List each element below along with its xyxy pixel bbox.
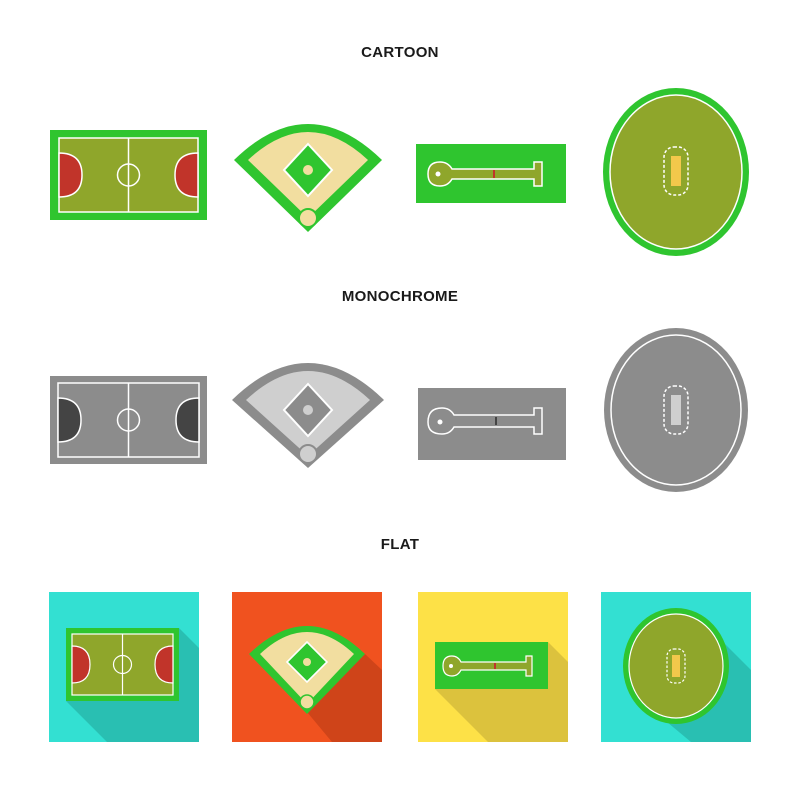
flat-mini-golf-course-icon [418, 592, 598, 772]
cartoon-mini-golf-course-icon [398, 78, 578, 258]
flat-cricket-stadium-icon [601, 592, 781, 772]
cartoon-futsal-field-icon [38, 78, 218, 258]
monochrome-mini-golf-course-icon [398, 314, 578, 494]
monochrome-cricket-stadium-icon [586, 314, 766, 494]
monochrome-baseball-diamond-icon [218, 314, 398, 494]
section-title-cartoon: CARTOON [361, 44, 439, 61]
flat-futsal-field-icon [49, 592, 229, 772]
cartoon-baseball-diamond-icon [218, 78, 398, 258]
flat-baseball-diamond-icon [232, 592, 412, 772]
section-title-monochrome: MONOCHROME [341, 288, 459, 305]
section-title-flat: FLAT [380, 536, 420, 553]
cartoon-cricket-stadium-icon [586, 78, 766, 258]
monochrome-futsal-field-icon [38, 314, 218, 494]
